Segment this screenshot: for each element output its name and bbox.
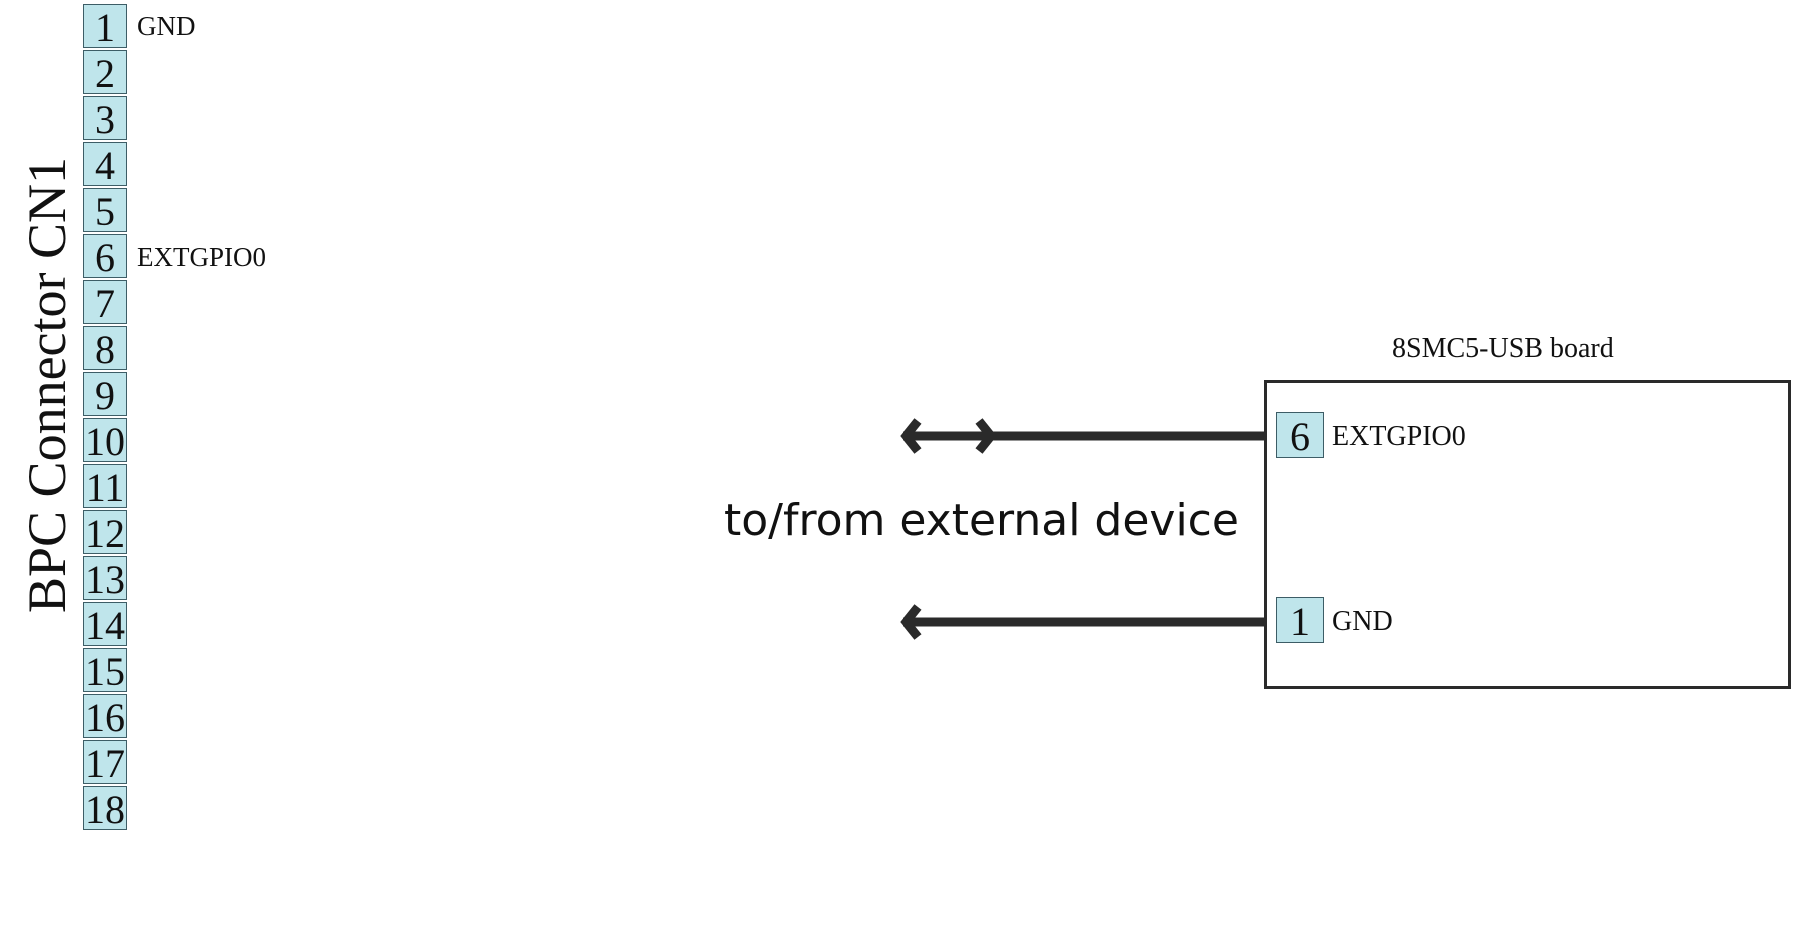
connector-pin-7: 7 <box>83 280 127 326</box>
connector-pin-4: 4 <box>83 142 127 188</box>
gnd-arrow-left-icon <box>900 604 922 640</box>
connector-pin-12: 12 <box>83 510 127 556</box>
board-outline <box>1264 380 1791 689</box>
connector-pin-18: 18 <box>83 786 127 832</box>
connector-pin-16: 16 <box>83 694 127 740</box>
connector-pin-17: 17 <box>83 740 127 786</box>
connector-pin-6: 6 <box>83 234 127 280</box>
connector-pin-10: 10 <box>83 418 127 464</box>
extgpio0-arrow-right-icon <box>975 418 997 454</box>
board-pin-extgpio0: 6 <box>1276 412 1324 459</box>
connector-pin-13: 13 <box>83 556 127 602</box>
board-pin-extgpio0-label: EXTGPIO0 <box>1332 421 1466 452</box>
connector-pin-11: 11 <box>83 464 127 510</box>
connector-pin-2: 2 <box>83 50 127 96</box>
board-title: 8SMC5-USB board <box>1392 333 1614 364</box>
external-device-label: to/from external device <box>724 495 1239 546</box>
connector-pin-3: 3 <box>83 96 127 142</box>
connector-pin-1: 1 <box>83 4 127 50</box>
board-pin-gnd: 1 <box>1276 597 1324 644</box>
connector-pin-9: 9 <box>83 372 127 418</box>
connector-pin-14: 14 <box>83 602 127 648</box>
connector-pin-1-label: GND <box>137 11 196 41</box>
board-pin-gnd-label: GND <box>1332 606 1393 637</box>
connector-pin-15: 15 <box>83 648 127 694</box>
connector-pin-8: 8 <box>83 326 127 372</box>
extgpio0-arrow-left-icon <box>900 418 922 454</box>
connector-pin-6-label: EXTGPIO0 <box>137 242 266 272</box>
connector-pin-5: 5 <box>83 188 127 234</box>
